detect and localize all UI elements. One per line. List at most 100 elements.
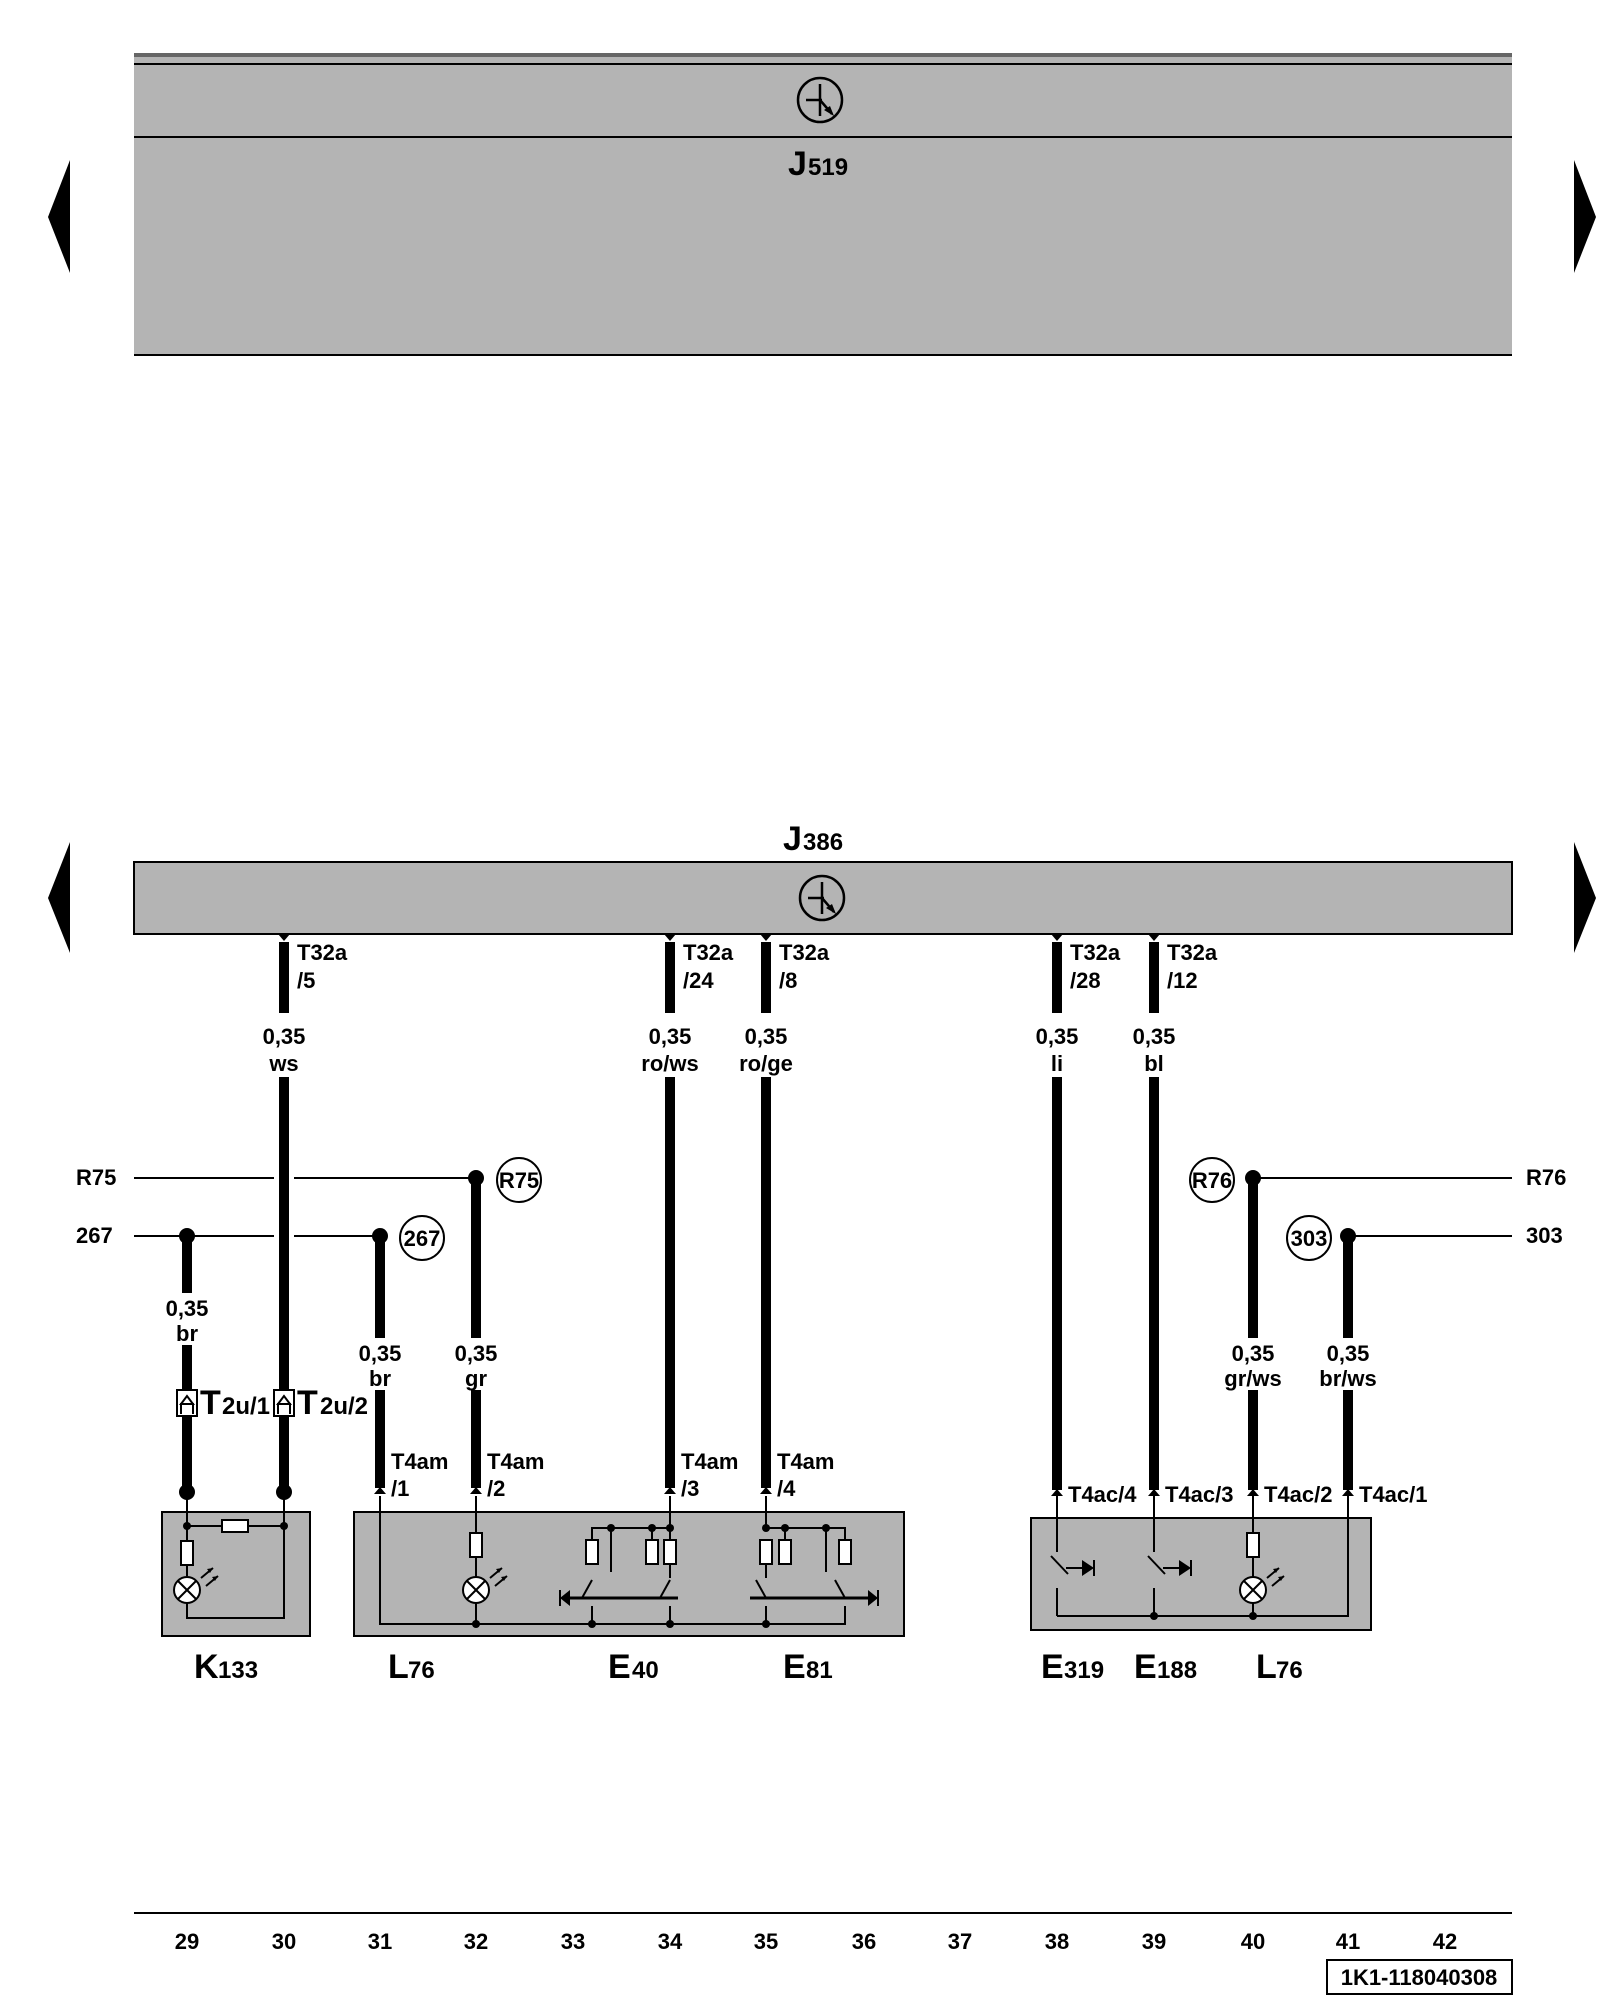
pin-label: T32a [683,940,734,965]
next-page-arrow-bottom[interactable] [1574,842,1596,953]
wire-size: 0,35 [359,1341,402,1366]
wire-size: 0,35 [166,1296,209,1321]
next-page-arrow-top[interactable] [1574,160,1596,273]
pin-label: T4ac/3 [1165,1482,1234,1507]
component-label-k133: K 133 [194,1648,258,1686]
switch-e81 [750,1496,879,1625]
wire-color: bl [1144,1051,1164,1076]
prev-page-arrow-top[interactable] [48,160,70,273]
connector-t4am-labels: T4am /1 T4am /2 T4am /3 T4am /4 [374,1449,834,1501]
wire-br-t4am1: 0,35 br [354,1236,406,1488]
column-number: 29 [175,1929,199,1954]
module-j386-sub: 386 [803,829,843,856]
module-j519: J 519 [134,53,1512,356]
component-box-k133 [161,1496,311,1637]
wire-size: 0,35 [1133,1024,1176,1049]
connector-t2u1: T 2u/1 [176,1384,270,1422]
component-sub: 133 [218,1657,258,1684]
wire-size: 0,35 [1327,1341,1370,1366]
wire-grws-t4ac2: 0,35 gr/ws [1221,1178,1285,1490]
column-numbers: 29 30 31 32 33 34 35 36 37 38 39 40 41 4… [175,1929,1457,1954]
column-number: 41 [1336,1929,1360,1954]
wire-t32a-8: T32a /8 0,35 ro/ge [734,934,830,1488]
pin-label: T4ac/1 [1359,1482,1428,1507]
wire-size: 0,35 [263,1024,306,1049]
control-unit-symbol-icon [798,874,846,922]
pin-label: T4ac/4 [1068,1482,1137,1507]
bus-ref-r75: R75 [499,1168,539,1193]
column-number: 34 [658,1929,683,1954]
column-number: 35 [754,1929,778,1954]
component-sub: 40 [632,1657,659,1684]
column-number: 42 [1433,1929,1457,1954]
lamp-icon [1239,1567,1285,1604]
column-number: 32 [464,1929,488,1954]
module-j386-letter: J [783,820,802,858]
pin-label: T4ac/2 [1264,1482,1333,1507]
component-label-l76: L 76 [388,1648,435,1686]
module-j519-letter: J [788,145,807,183]
wire-color: ws [268,1051,298,1076]
wire-color: br/ws [1319,1366,1376,1391]
component-label-e81: E 81 [783,1648,833,1686]
pin-label: T4am [777,1449,834,1474]
bus-ref-r76: R76 [1192,1168,1232,1193]
connector-t4ac-labels: T4ac/4 T4ac/3 T4ac/2 T4ac/1 [1051,1482,1428,1507]
component-letter: E [1134,1648,1157,1686]
component-box-e319-e188-l76 [1030,1496,1372,1631]
component-letter: L [388,1648,409,1686]
bus-line-r76: R76 R76 [1189,1157,1566,1203]
component-label-e319: E 319 [1041,1648,1104,1686]
component-labels: K 133 L 76 E 40 E 81 E 319 E 188 L 76 [194,1648,1303,1686]
component-sub: 76 [408,1657,435,1684]
connector-t2u1-main: T [200,1384,221,1422]
pin-label: T32a [779,940,830,965]
pin-label: /4 [777,1476,796,1501]
switch-e40 [559,1496,678,1624]
pin-label: T32a [1070,940,1121,965]
wire-brws-t4ac1: 0,35 br/ws [1316,1236,1380,1490]
connector-t2u2-sub: 2u/2 [320,1393,368,1420]
connector-t2u2-main: T [297,1384,318,1422]
pin-label: T32a [1167,940,1218,965]
wire-t32a-12: T32a /12 0,35 bl [1128,934,1218,1490]
wire-color: ro/ge [739,1051,793,1076]
wire-size: 0,35 [649,1024,692,1049]
connector-t2u2: T 2u/2 [273,1384,368,1422]
column-number: 30 [272,1929,296,1954]
column-number: 36 [852,1929,876,1954]
pin-label: /12 [1167,968,1198,993]
column-number: 40 [1241,1929,1265,1954]
wire-size: 0,35 [1232,1341,1275,1366]
component-letter: E [608,1648,631,1686]
module-j386: J 386 [133,820,1513,935]
component-letter: E [783,1648,806,1686]
component-letter: L [1256,1648,1277,1686]
bus-line-r75: R75 R75 [76,1157,542,1203]
bus-label-r75-left: R75 [76,1165,116,1190]
wire-t32a-28: T32a /28 0,35 li [1031,934,1121,1490]
prev-page-arrow-bottom[interactable] [48,842,70,953]
doc-id-box: 1K1-118040308 [1326,1959,1513,1995]
component-label-e40: E 40 [608,1648,659,1686]
component-sub: 76 [1276,1657,1303,1684]
component-letter: E [1041,1648,1064,1686]
wire-size: 0,35 [455,1341,498,1366]
pin-label: /8 [779,968,797,993]
pin-label: T4am [681,1449,738,1474]
bus-ref-267: 267 [404,1226,441,1251]
wire-size: 0,35 [745,1024,788,1049]
wire-gr-t4am2: 0,35 gr [450,1178,502,1488]
pin-label: T32a [297,940,348,965]
junction-dot [276,1484,292,1500]
wire-color: ro/ws [641,1051,698,1076]
wire-color: br [176,1321,198,1346]
wire-size: 0,35 [1036,1024,1079,1049]
pushbutton-e319 [1050,1496,1095,1616]
wire-color: gr/ws [1224,1366,1281,1391]
pin-label: /24 [683,968,714,993]
column-number: 33 [561,1929,585,1954]
component-sub: 188 [1157,1657,1197,1684]
bus-ref-303: 303 [1291,1226,1328,1251]
